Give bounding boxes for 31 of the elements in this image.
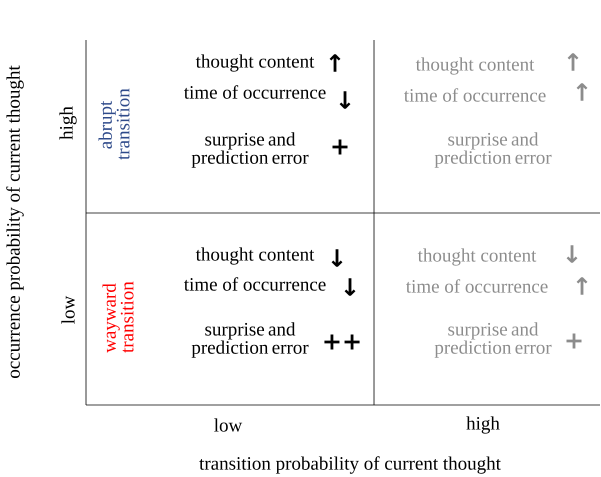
change-symbol: ++ [324,334,360,350]
axis-tick-label: high [466,416,500,434]
change-symbol: ↓ [344,278,356,296]
axis-tick-label: high [59,106,77,140]
measure-label: time of occurrence [406,279,548,293]
measure-label: surprise and prediction error [192,322,308,358]
measure-label: time of occurrence [404,88,546,102]
change-symbol: ↑ [576,83,588,101]
measure-label: surprise and prediction error [434,132,552,168]
axis-title: occurrence probability of current thought [6,65,24,378]
change-symbol: ↓ [566,245,578,263]
measure-label: surprise and prediction error [434,322,552,358]
measure-label: time of occurrence [184,277,326,291]
measure-label: thought content [418,248,536,266]
axis-tick-label: low [214,418,242,432]
change-symbol: + [566,333,582,349]
change-symbol: ↑ [576,277,588,295]
change-symbol: ↓ [332,249,342,267]
axis-title: transition probability of current thought [199,456,501,474]
transition-label: wayward transition [102,282,134,353]
change-symbol: ↑ [568,53,578,71]
measure-label: surprise and prediction error [192,132,308,168]
change-symbol: ↓ [340,91,350,109]
change-symbol: + [332,139,348,155]
measure-label: thought content [196,247,314,265]
measure-label: time of occurrence [184,85,326,99]
axis-tick-label: low [61,296,75,324]
measure-label: thought content [196,54,314,72]
change-symbol: ↑ [330,54,340,72]
measure-label: thought content [416,57,534,75]
transition-label: abrupt transition [98,88,130,160]
